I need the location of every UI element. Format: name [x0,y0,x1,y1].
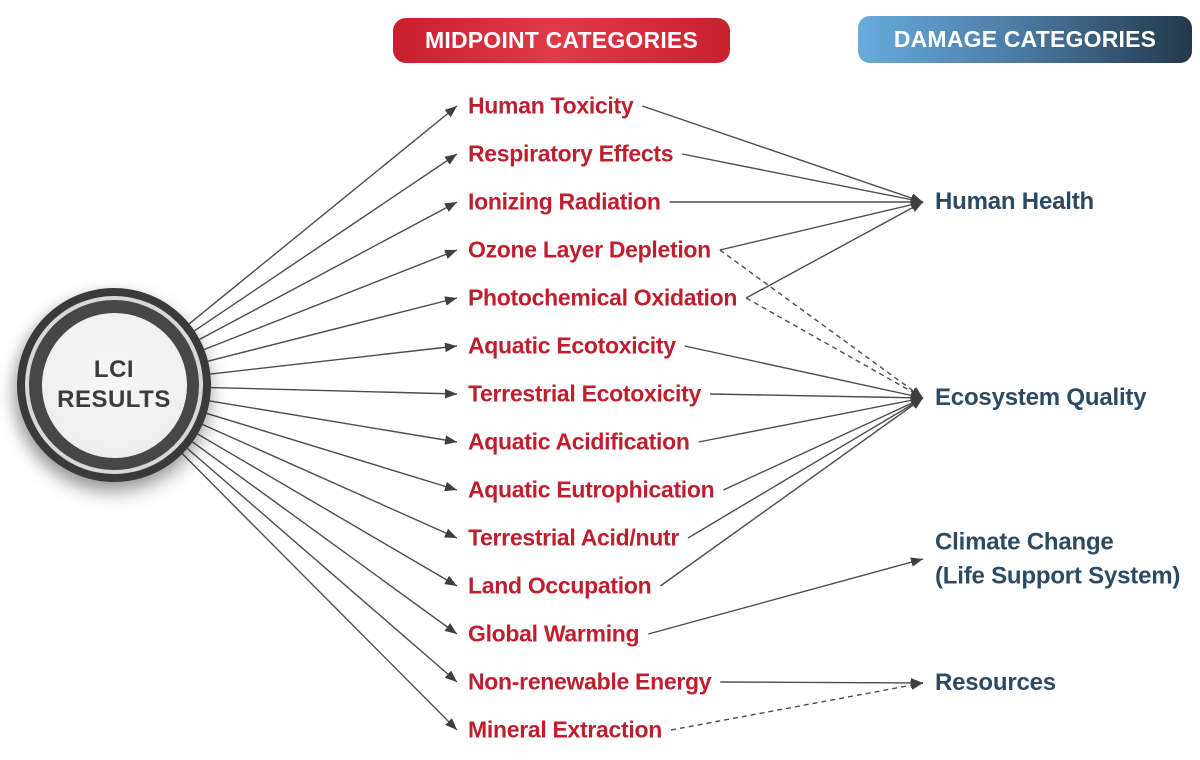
midpoint-category-label-0: Human Toxicity [468,92,634,119]
connector-dashed [719,249,924,399]
connector-solid [723,397,924,491]
damage-category-resources: Resources [935,666,1056,700]
connector-solid [682,153,924,205]
midpoint-category-label-2: Ionizing Radiation [468,188,661,215]
connector-solid [642,105,924,203]
connector-solid [199,201,458,340]
connector-solid [207,296,458,362]
connector-solid [197,433,458,587]
midpoint-category-label-8: Aquatic Eutrophication [468,476,715,503]
damage-category-label: Ecosystem Quality [935,384,1147,412]
midpoint-category-label-10: Land Occupation [468,572,652,599]
midpoint-category-label-4: Photochemical Oxidation [468,284,738,311]
lci-label-line2: RESULTS [57,386,171,413]
midpoint-category-label-1: Respiratory Effects [468,140,674,167]
connector-solid [745,201,924,299]
midpoint-category-label-13: Mineral Extraction [468,716,662,743]
lci-node-dark-ring: LCI RESULTS [29,300,199,470]
connector-solid [210,342,458,375]
connector-solid [698,395,924,443]
connector-solid [181,453,458,731]
damage-category-ecosystem_quality: Ecosystem Quality [935,381,1147,415]
midpoint-categories-header: MIDPOINT CATEGORIES [393,18,730,63]
damage-category-human_health: Human Health [935,185,1094,219]
connector-solid [209,400,458,445]
connector-solid [192,441,458,635]
damage-category-label: Human Health [935,188,1094,216]
midpoint-category-label-11: Global Warming [468,620,640,647]
lci-node-light-ring: LCI RESULTS [25,296,203,474]
lci-label-line1: LCI [93,356,135,383]
connector-solid [206,412,458,492]
connector-solid [210,386,458,399]
connector-solid [188,105,458,325]
connector-solid [684,345,924,401]
connector-solid [186,447,458,683]
connector-solid [709,392,924,403]
connector-solid [204,249,458,351]
connector-solid [648,557,924,635]
midpoint-category-label-12: Non-renewable Energy [468,668,712,695]
lci-results-node: LCI RESULTS [17,288,211,482]
damage-categories-header: DAMAGE CATEGORIES [858,16,1192,63]
midpoint-category-label-7: Aquatic Acidification [468,428,690,455]
midpoint-category-label-9: Terrestrial Acid/nutr [468,524,679,551]
connector-solid [719,200,924,251]
lci-node-face: LCI RESULTS [41,312,187,458]
damage-category-climate_change: Climate Change (Life Support System) [935,525,1180,592]
midpoint-category-label-5: Aquatic Ecotoxicity [468,332,676,359]
connector-dashed [745,297,924,399]
midpoint-category-label-6: Terrestrial Ecotoxicity [468,380,701,407]
damage-category-label: Resources [935,669,1056,697]
midpoint-category-label-3: Ozone Layer Depletion [468,236,711,263]
connector-solid [202,423,458,539]
damage-category-sublabel: (Life Support System) [935,562,1181,589]
connector-solid [194,153,458,332]
connector-solid [720,678,924,688]
connector-solid [687,397,924,539]
damage-category-label: Climate Change [935,528,1114,556]
